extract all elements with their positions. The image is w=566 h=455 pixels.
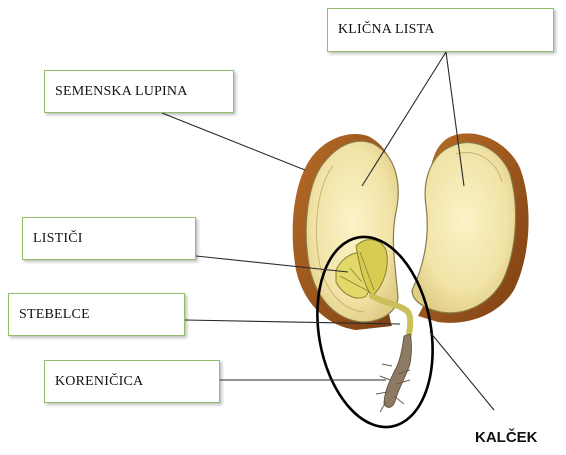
label-klicna-lista-text: KLIČNA LISTA <box>338 22 435 38</box>
label-semenska-lupina: SEMENSKA LUPINA <box>44 70 234 113</box>
leader-semenska <box>162 113 305 170</box>
label-stebelce-text: STEBELCE <box>19 307 90 323</box>
label-stebelce: STEBELCE <box>8 293 185 336</box>
label-listici: LISTIČI <box>22 217 196 260</box>
label-klicna-lista: KLIČNA LISTA <box>327 8 554 52</box>
label-listici-text: LISTIČI <box>33 231 83 247</box>
label-semenska-lupina-text: SEMENSKA LUPINA <box>55 84 188 100</box>
leader-kalcek <box>430 332 494 410</box>
label-korenicica: KORENIČICA <box>44 360 220 403</box>
label-kalcek: KALČEK <box>475 429 538 446</box>
label-korenicica-text: KORENIČICA <box>55 374 143 390</box>
